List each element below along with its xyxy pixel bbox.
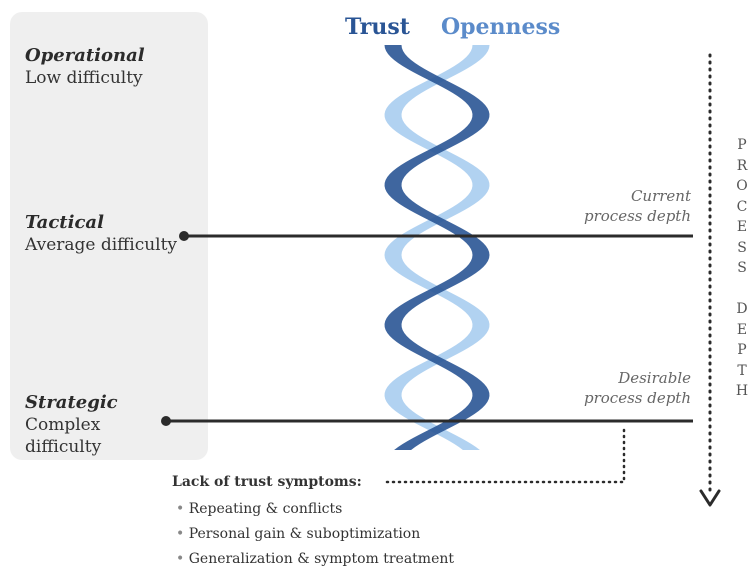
level-operational: Operational Low difficulty [25, 45, 145, 89]
process-depth-letter: R [736, 157, 748, 174]
level-name: Strategic [25, 392, 118, 413]
note-line: process depth [583, 207, 691, 225]
level-name: Operational [25, 45, 145, 66]
level-strategic: Strategic Complex difficulty [25, 392, 145, 458]
level-description: Low difficulty [25, 68, 143, 88]
symptoms-title: Lack of trust symptoms: [172, 474, 362, 490]
process-depth-letter: O [736, 178, 748, 194]
openness-strand [384, 45, 490, 450]
process-depth-letter: S [737, 239, 747, 256]
level-description: Complex difficulty [25, 415, 102, 457]
desirable-depth-marker [161, 416, 171, 426]
current-depth-marker [179, 231, 189, 241]
symptoms-connector [380, 428, 626, 484]
process-depth-letter: C [736, 198, 748, 215]
symptom-item: Repeating & conflicts [176, 497, 454, 522]
legend-openness: Openness [441, 14, 561, 40]
level-description: Average difficulty [25, 235, 178, 255]
process-depth-letter: E [736, 219, 748, 235]
process-depth-letter: P [737, 137, 747, 153]
process-depth-letter: H [735, 383, 749, 399]
level-name: Tactical [25, 212, 104, 233]
difficulty-levels-panel [10, 12, 208, 460]
process-depth-letter: P [737, 342, 747, 358]
process-depth-letter: S [737, 260, 747, 276]
symptom-item: Personal gain & suboptimization [176, 522, 454, 547]
note-line: Desirable [618, 369, 691, 387]
current-depth-note: Current process depth [584, 186, 691, 226]
symptoms-list: Repeating & conflicts Personal gain & su… [176, 497, 454, 572]
process-depth-letter: E [736, 321, 748, 338]
note-line: process depth [583, 389, 691, 407]
note-line: Current [630, 187, 691, 205]
process-depth-letter: T [737, 362, 747, 379]
desirable-depth-note: Desirable process depth [584, 368, 691, 408]
arrow-down-icon [699, 489, 721, 507]
trust-helix-path [384, 45, 490, 450]
trust-strand [384, 45, 490, 450]
level-tactical: Tactical Average difficulty [25, 212, 177, 256]
symptom-item: Generalization & symptom treatment [176, 547, 454, 572]
process-depth-letter: D [736, 301, 748, 317]
legend-trust: Trust [345, 14, 410, 40]
openness-helix-path [384, 45, 490, 450]
